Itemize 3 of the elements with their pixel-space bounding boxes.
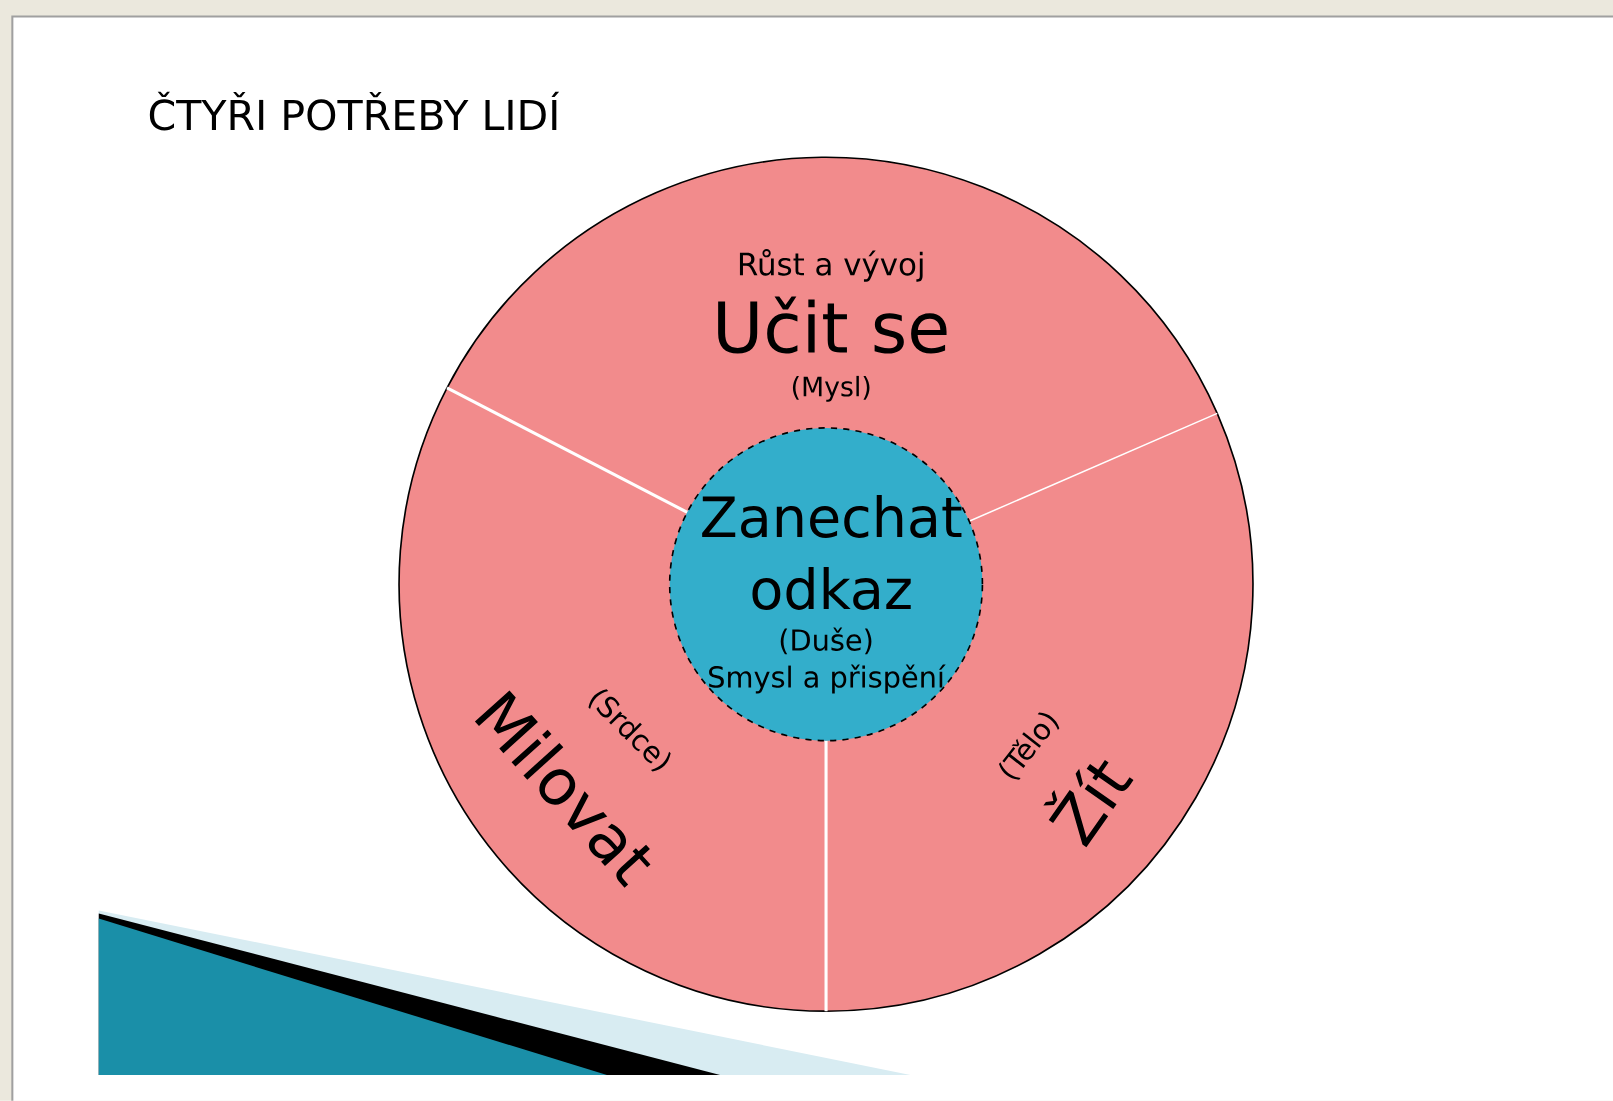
node-label: Učit se	[718, 296, 947, 354]
node-label: Růst a vývoj	[739, 249, 923, 282]
diagram-title: ČTYŘI POTŘEBY LIDÍ	[149, 91, 560, 131]
